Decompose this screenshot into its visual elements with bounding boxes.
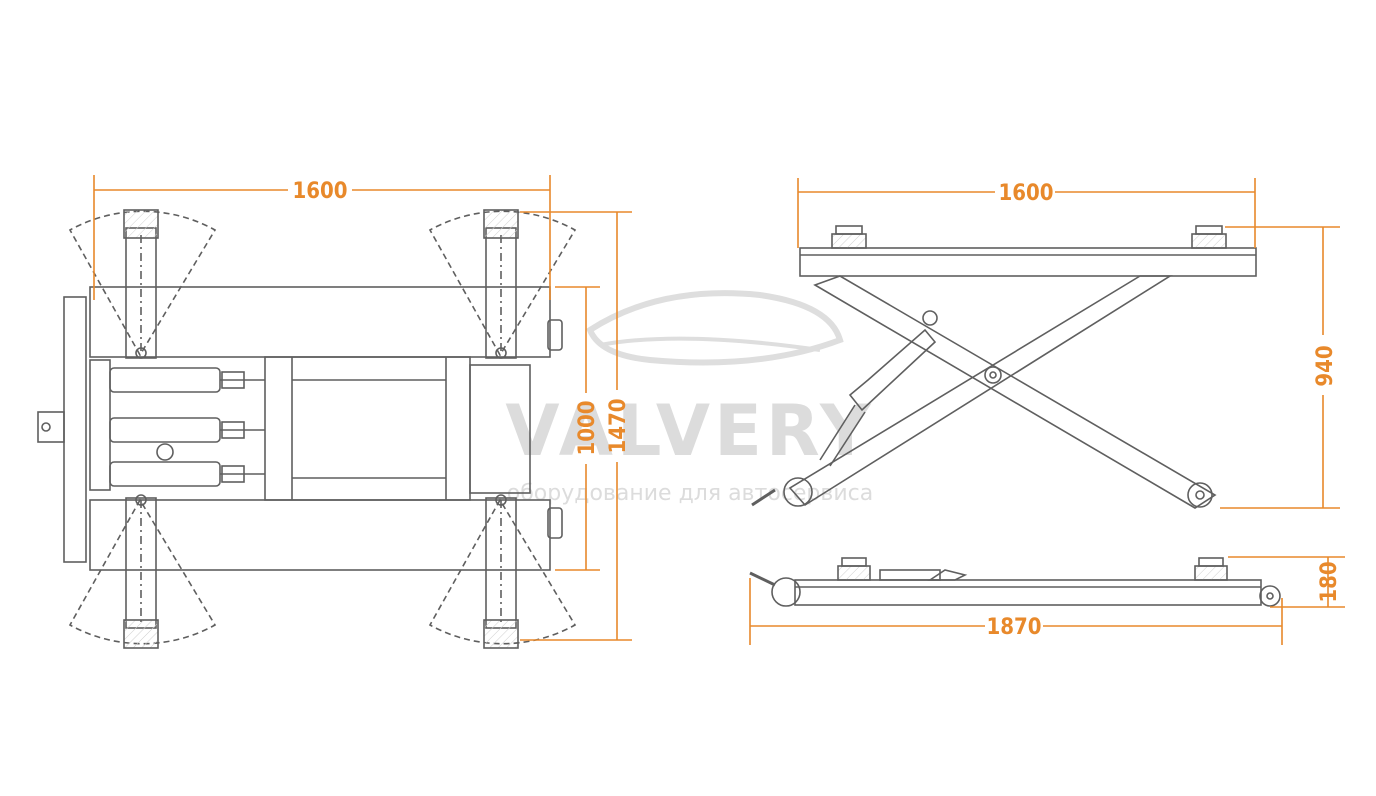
watermark-tagline: оборудование для автосервиса	[507, 481, 873, 506]
dim-top-width: 1600	[292, 179, 347, 204]
hydraulic-cylinders	[89, 359, 265, 491]
lowered-platform	[794, 579, 1262, 606]
scissor-arms	[751, 275, 1217, 509]
dim-side-height: 940	[1313, 345, 1338, 386]
side-view-dimensions	[797, 178, 1340, 509]
side-view-raised	[751, 225, 1257, 509]
end-plate	[63, 296, 87, 563]
watermark: VALVERY оборудование для автосервиса	[505, 290, 874, 506]
arm-bottom-left	[68, 494, 217, 649]
arm-top-left	[68, 209, 217, 359]
dim-side-width: 1600	[998, 181, 1053, 206]
watermark-brand: VALVERY	[505, 390, 874, 472]
dim-top-inner-depth: 1000	[575, 400, 600, 455]
dim-low-length: 1870	[986, 615, 1041, 640]
watermark-car-logo	[586, 290, 844, 366]
tow-hitch	[37, 411, 65, 443]
platform-bottom	[89, 499, 551, 571]
arm-top-right	[428, 209, 577, 359]
top-view-dimensions	[93, 175, 632, 641]
raised-platform	[799, 247, 1257, 277]
arm-bottom-right	[428, 494, 577, 649]
dim-top-outer-depth: 1470	[606, 398, 631, 453]
side-view-lowered	[749, 557, 1281, 607]
top-view	[37, 209, 577, 649]
dim-low-height: 180	[1317, 561, 1342, 602]
lowered-dimensions	[749, 556, 1345, 645]
